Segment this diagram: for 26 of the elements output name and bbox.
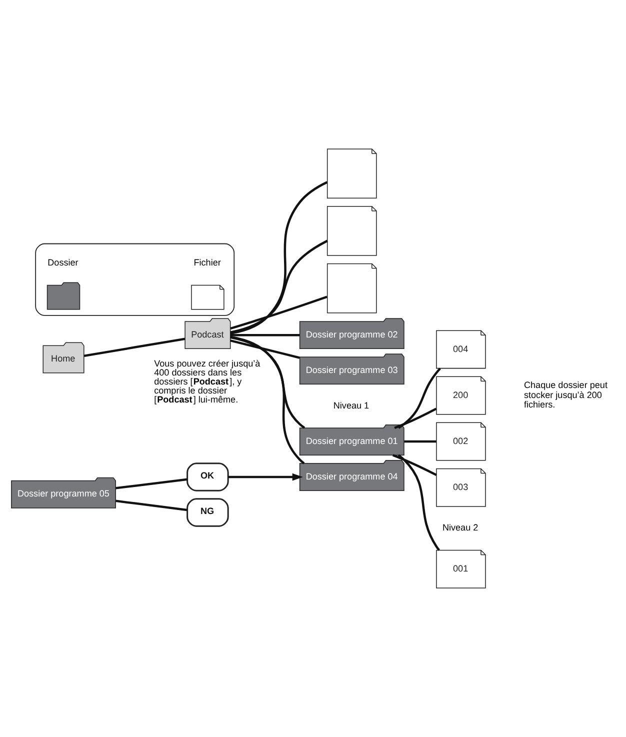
connector (230, 181, 328, 335)
node-box: OK (186, 462, 229, 492)
node-box: NG (186, 498, 229, 527)
connector (116, 500, 188, 512)
connector (230, 336, 306, 429)
legend-label: Fichier (194, 258, 221, 268)
connector (392, 454, 437, 476)
label: Chaque dossier peut stocker jusqu’à 200 fichiers. (524, 380, 608, 410)
node-folder (46, 282, 80, 310)
connector (398, 368, 441, 429)
connector (116, 478, 188, 490)
connector (394, 408, 437, 429)
connector (84, 338, 186, 358)
legend-label: Dossier (48, 258, 78, 268)
cluster (35, 243, 235, 316)
connector (230, 296, 328, 330)
arrow (228, 473, 303, 481)
label: Niveau 2 (442, 522, 478, 533)
label: Vous pouvez créer jusqu’à 400 dossiers dans les dossiers [Podcast], y compris le dossier [Podcast] lui-même. (154, 358, 260, 405)
connector (230, 240, 328, 334)
connector (230, 334, 300, 336)
connector (398, 454, 440, 551)
label: Niveau 1 (333, 400, 370, 410)
connector (404, 440, 436, 443)
connector (230, 336, 305, 464)
connector (230, 339, 300, 359)
